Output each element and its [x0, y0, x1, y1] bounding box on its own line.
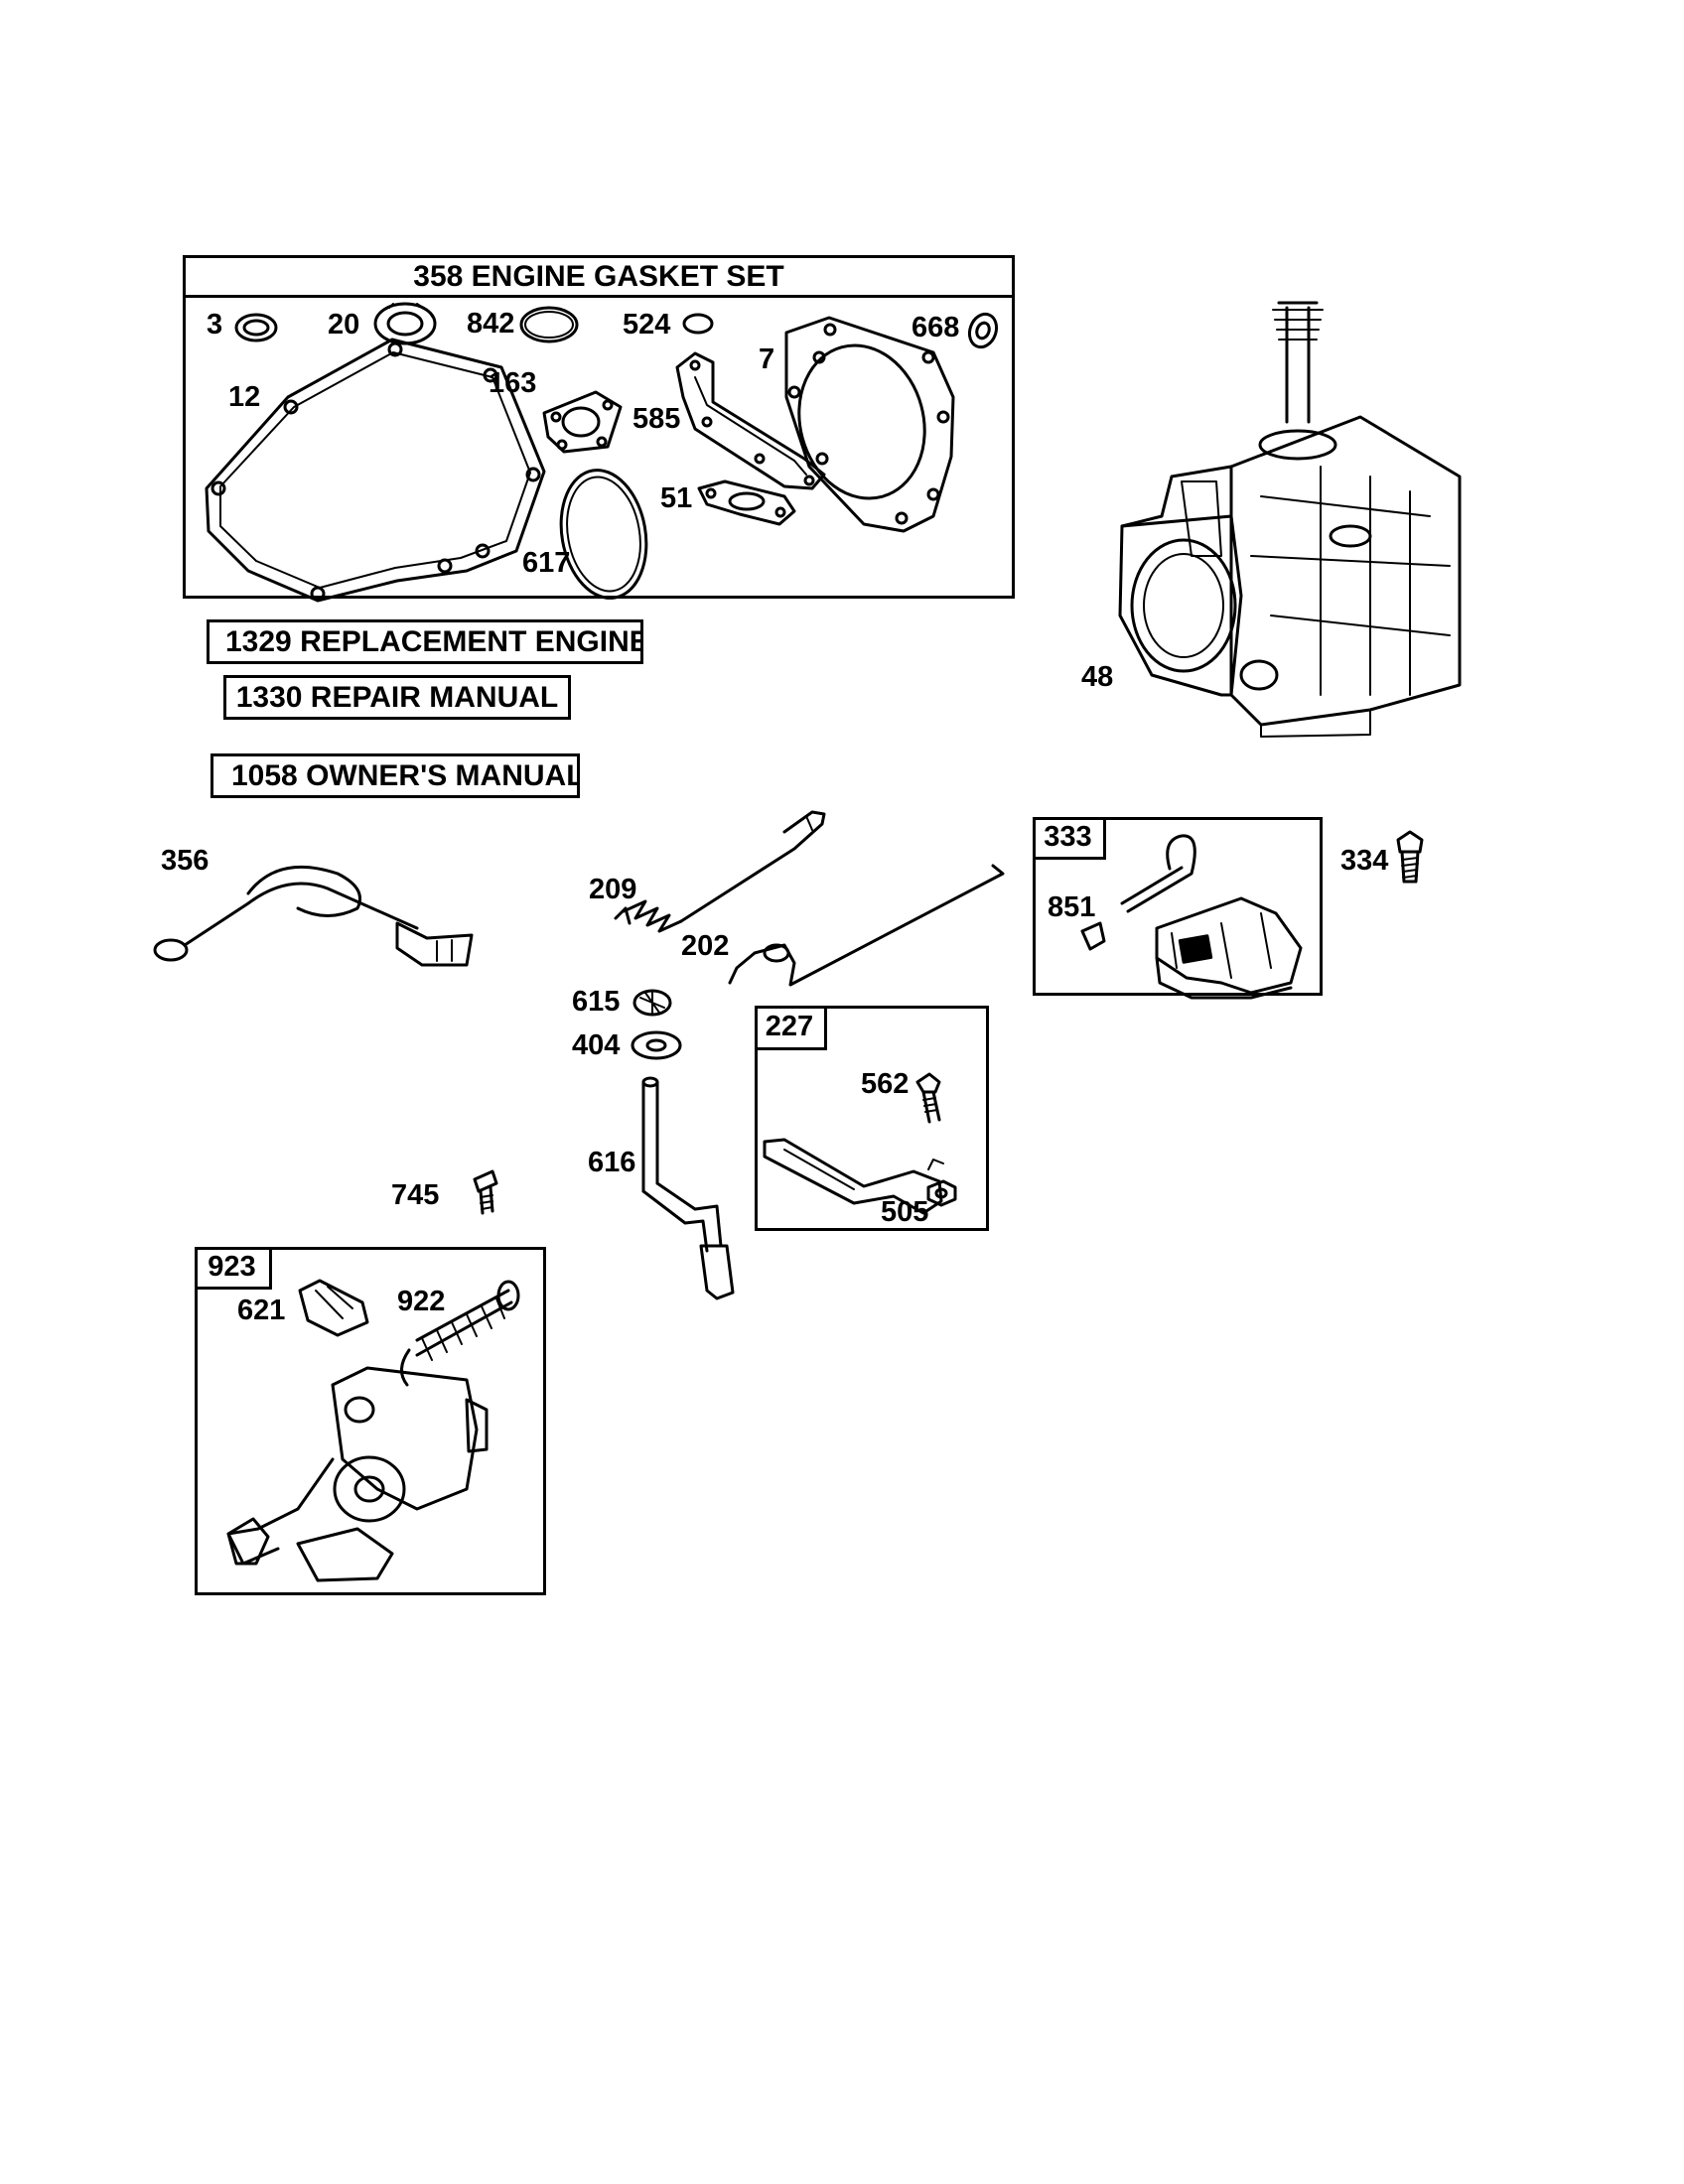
part-842-o-ring-drawing	[519, 306, 579, 343]
label-part-7: 7	[759, 343, 775, 375]
label-part-505: 505	[881, 1196, 929, 1228]
label-part-12: 12	[228, 381, 261, 413]
part-615-nut-drawing	[632, 989, 672, 1017]
label-part-615: 615	[572, 986, 621, 1018]
part-51-gasket-drawing	[697, 479, 796, 526]
replacement-engine-box: 1329 REPLACEMENT ENGINE	[207, 619, 643, 664]
label-part-617: 617	[522, 547, 571, 579]
part-356-wire-drawing	[153, 865, 474, 967]
part-333-armature-drawing	[1080, 834, 1303, 1000]
part-585-gasket-drawing	[675, 351, 826, 490]
label-part-334: 334	[1340, 845, 1389, 877]
label-part-745: 745	[391, 1179, 440, 1211]
label-part-842: 842	[467, 308, 515, 340]
part-3-seal-drawing	[234, 313, 278, 342]
label-part-851: 851	[1048, 891, 1096, 923]
armature-box-tag: 333	[1033, 817, 1106, 860]
part-616-shaft-drawing	[641, 1076, 735, 1300]
governor-lever-box	[755, 1006, 989, 1231]
owners-manual-box: 1058 OWNER'S MANUAL	[210, 753, 580, 798]
part-923-control-drawing	[226, 1279, 520, 1582]
gasket-set-box	[183, 255, 1015, 599]
part-227-lever-drawing	[763, 1072, 957, 1215]
label-part-356: 356	[161, 845, 210, 877]
governor-control-box-tag: 923	[195, 1247, 272, 1290]
label-part-163: 163	[489, 367, 537, 399]
label-part-616: 616	[588, 1147, 636, 1178]
part-745-screw-drawing	[473, 1169, 498, 1215]
label-part-48: 48	[1081, 661, 1114, 693]
part-48-short-block-drawing	[1118, 301, 1462, 738]
part-209-spring-link-drawing	[614, 810, 826, 933]
label-part-668: 668	[912, 312, 960, 343]
part-404-washer-drawing	[631, 1030, 682, 1060]
gasket-set-title: 358 ENGINE GASKET SET	[183, 255, 1015, 298]
part-524-ring-drawing	[682, 313, 714, 335]
governor-lever-box-tag: 227	[755, 1006, 827, 1050]
label-part-621: 621	[237, 1295, 286, 1326]
part-7-head-gasket-drawing	[784, 316, 955, 533]
label-part-3: 3	[207, 309, 223, 341]
part-12-crankcase-gasket-drawing	[205, 338, 546, 603]
armature-box	[1033, 817, 1323, 996]
part-163-gasket-drawing	[542, 390, 623, 454]
repair-manual-box: 1330 REPAIR MANUAL	[223, 675, 571, 720]
label-part-20: 20	[328, 309, 360, 341]
label-part-209: 209	[589, 874, 637, 905]
label-part-404: 404	[572, 1029, 621, 1061]
part-334-bolt-drawing	[1396, 830, 1424, 884]
label-part-202: 202	[681, 930, 730, 962]
label-part-524: 524	[623, 309, 671, 341]
part-202-link-drawing	[728, 864, 1005, 987]
label-part-585: 585	[632, 403, 681, 435]
label-part-51: 51	[660, 482, 693, 514]
governor-control-box	[195, 1247, 546, 1595]
label-part-922: 922	[397, 1286, 446, 1317]
part-668-washer-drawing	[967, 312, 999, 349]
label-part-562: 562	[861, 1068, 910, 1100]
